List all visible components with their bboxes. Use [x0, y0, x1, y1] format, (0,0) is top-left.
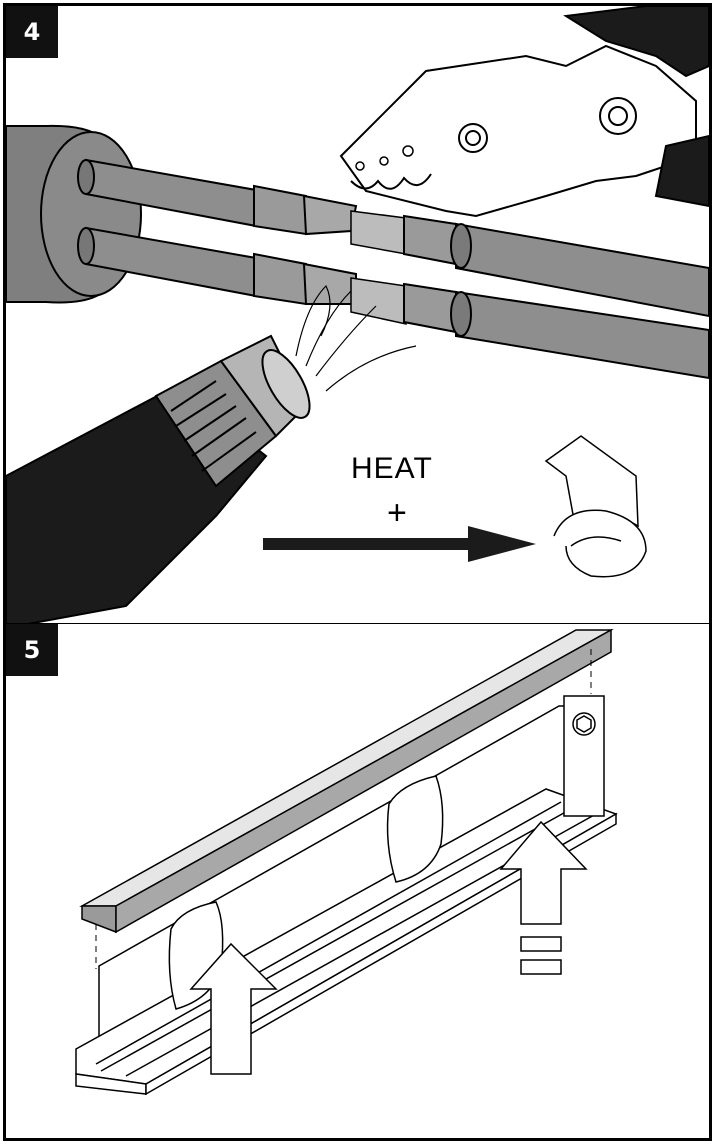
arrow-up-icon: [189, 820, 588, 1075]
heat-label: HEAT: [351, 452, 433, 485]
step-4-badge: 4: [6, 6, 58, 58]
upper-cable: [77, 158, 709, 318]
plus-label: +: [387, 494, 407, 532]
heat-gun-icon: [6, 334, 311, 625]
step-5-illustration: [75, 628, 618, 1096]
step-5-panel: 5: [3, 623, 712, 1141]
heat-shrink-sleeve-icon: [544, 435, 647, 578]
step-5-badge: 5: [6, 624, 58, 676]
crimping-tool-icon: [339, 6, 709, 218]
step-4-panel: 4: [3, 3, 712, 625]
cover-strip: [79, 628, 614, 934]
heat-streaks: [295, 284, 417, 392]
connector-housing: [6, 124, 142, 304]
arrow-right-icon: [263, 526, 536, 562]
screw-icon: [563, 695, 605, 817]
step-4-illustration: [6, 6, 709, 625]
lower-cable: [77, 226, 709, 380]
alignment-guides: [95, 649, 592, 969]
